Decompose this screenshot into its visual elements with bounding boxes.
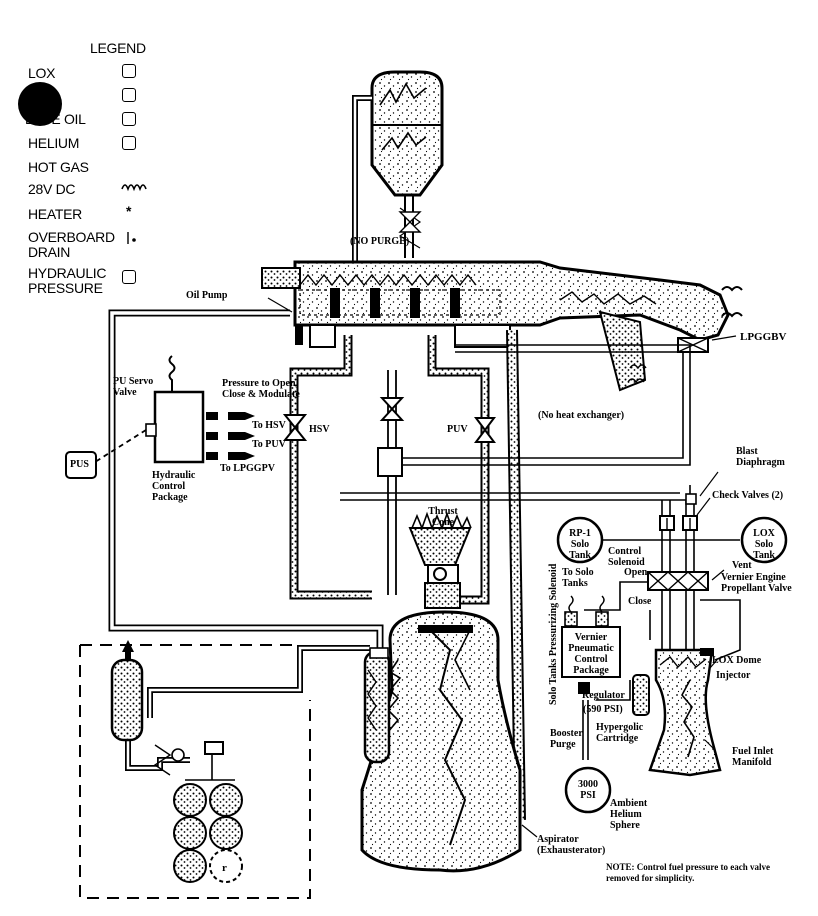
label-lpggbv: LPGGBV: [740, 331, 787, 343]
label-lox-dome: LOX Dome: [712, 655, 762, 666]
label-to-solo-tanks: To Solo Tanks: [562, 567, 594, 589]
legend-lox: LOX: [28, 65, 56, 81]
legend-swatch-helium: [122, 112, 136, 126]
label-to-puv: To PUV: [252, 439, 286, 450]
legend-heater: HEATER: [28, 206, 82, 222]
piping: [108, 309, 741, 821]
vernier-system: [556, 493, 788, 814]
label-hydraulic-control-package: Hydraulic Control Package: [152, 470, 196, 503]
thrust-cone: [408, 511, 472, 609]
label-regulator: Regulator: [582, 690, 625, 701]
legend-swatch-lube-oil: [122, 88, 136, 102]
coil-symbol: [121, 184, 147, 192]
pus-box: [65, 451, 97, 479]
label-thrust-cone: Thrust Cone: [428, 506, 458, 528]
legend-swatch-lox: [122, 64, 136, 78]
svg-text:r: r: [222, 862, 227, 874]
legend-lube-oil: LUBE OIL: [25, 111, 86, 127]
label-no-purge: (NO PURGE): [350, 236, 410, 247]
label-aspirator: Aspirator (Exhausterator): [537, 834, 606, 856]
label-hypergolic: Hypergolic Cartridge: [596, 722, 644, 744]
label-vent: Vent: [732, 560, 752, 571]
legend-symbols: [18, 82, 147, 244]
label-control-solenoid: Control Solenoid: [608, 546, 645, 568]
label-injector: Injector: [716, 670, 751, 681]
heater-symbol: *: [126, 203, 132, 219]
lox-tank: [352, 70, 444, 262]
label-rp1-solo-tank: RP-1 Solo Tank: [569, 528, 591, 561]
legend-blot: [18, 82, 62, 126]
label-pus: PUS: [70, 459, 89, 470]
hsv-valve: [282, 414, 308, 441]
label-vernier-pneumatic: Vernier Pneumatic Control Package: [568, 632, 614, 676]
label-to-lpggpv: To LPGGPV: [220, 463, 275, 474]
legend-title: LEGEND: [90, 40, 146, 56]
center-valve: [377, 397, 405, 477]
label-regulator-psi: (590 PSI): [583, 704, 623, 715]
label-close: Close: [628, 596, 652, 607]
legend-swatch-hot-gas: [122, 136, 136, 150]
legend-overboard-drain: OVERBOARD DRAIN: [28, 229, 115, 260]
helium-enclosure: r: [79, 640, 311, 899]
leader-lines: [267, 297, 737, 838]
label-note: NOTE: Control fuel pressure to each valv…: [606, 862, 770, 883]
drain-symbol: [127, 232, 136, 244]
label-solo-tanks-pressurizing: Solo Tanks Pressurizing Solenoid: [548, 563, 559, 705]
label-lox-solo-tank: LOX Solo Tank: [753, 528, 775, 561]
main-chamber: [360, 610, 522, 873]
label-hsv: HSV: [309, 424, 330, 435]
label-sphere-psi: 3000 PSI: [578, 779, 598, 801]
label-oil-pump: Oil Pump: [186, 290, 228, 301]
label-to-hsv: To HSV: [252, 420, 286, 431]
puv-valve: [474, 417, 496, 443]
turbopump: [261, 260, 743, 392]
legend-28v-dc: 28V DC: [28, 181, 76, 197]
legend-helium: HELIUM: [28, 135, 80, 151]
label-pu-servo-valve: PU Servo Valve: [113, 376, 154, 398]
label-fuel-inlet: Fuel Inlet Manifold: [732, 746, 774, 768]
legend-hydraulic-pressure: HYDRAULIC PRESSURE: [28, 265, 107, 296]
hydraulic-control-package: [94, 355, 255, 464]
label-open: Open: [624, 567, 648, 578]
label-blast-diaphragm: Blast Diaphragm: [736, 446, 785, 468]
label-vernier-valve: Vernier Engine Propellant Valve: [721, 572, 792, 594]
label-check-valves: Check Valves (2): [712, 490, 784, 501]
legend-swatch-hydraulic-pressure: [122, 270, 136, 284]
label-booster-purge: Booster Purge: [550, 728, 583, 750]
label-pressure-to: Pressure to Open, Close & Modulate: [222, 378, 300, 400]
label-puv: PUV: [447, 424, 468, 435]
label-helium-sphere: Ambient Helium Sphere: [610, 798, 648, 831]
legend-hot-gas: HOT GAS: [28, 159, 89, 175]
label-no-heat-exchanger: (No heat exchanger): [538, 410, 625, 421]
